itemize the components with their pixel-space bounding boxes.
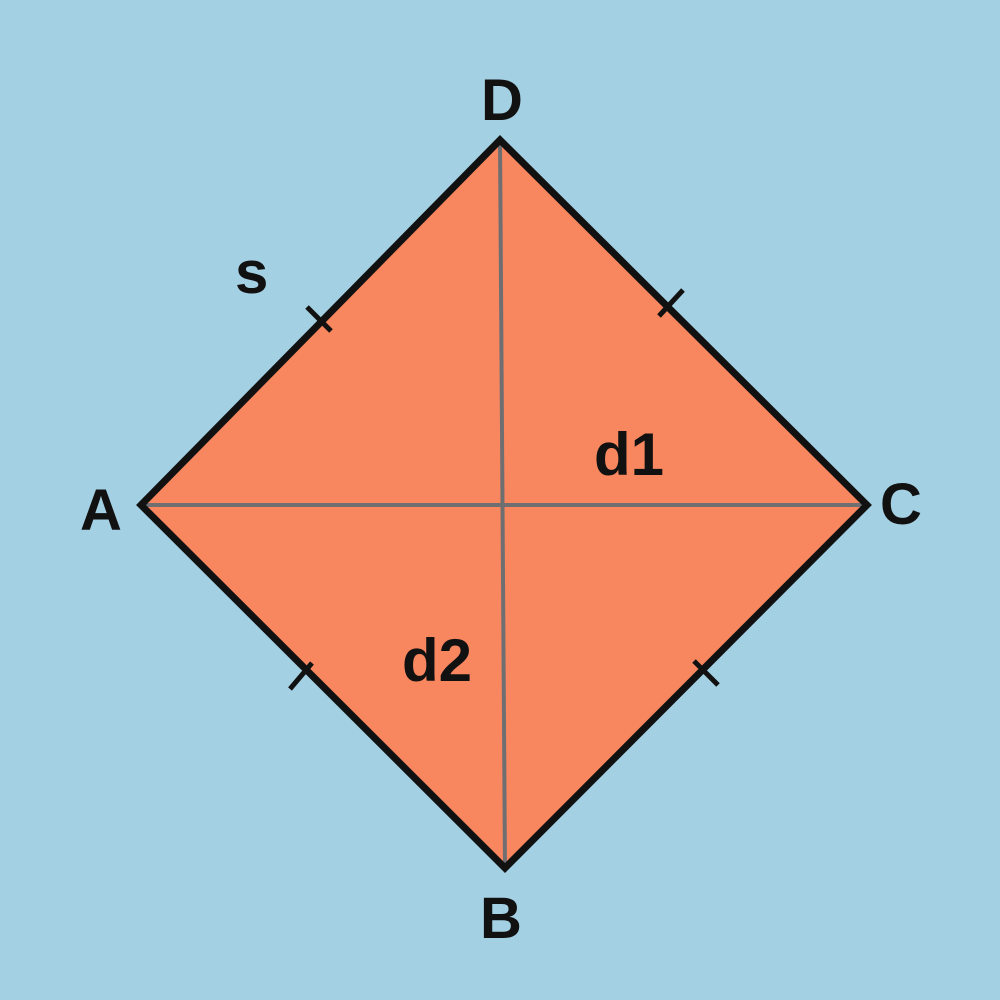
tick-mark-side-ab bbox=[288, 661, 314, 691]
tick-mark-side-dc bbox=[657, 288, 685, 318]
rhombus-outline bbox=[136, 135, 872, 873]
diagonal-label-d1: d1 bbox=[594, 421, 665, 488]
vertex-label-c: C bbox=[880, 472, 922, 537]
vertex-label-b: B bbox=[480, 886, 522, 951]
vertex-label-a: A bbox=[80, 478, 122, 543]
vertex-label-d: D bbox=[481, 68, 523, 133]
side-label-s: s bbox=[235, 239, 269, 306]
diagonal-d2-line bbox=[498, 139, 507, 869]
tick-mark-side-ad bbox=[305, 305, 333, 333]
diagonal-label-d2: d2 bbox=[402, 627, 473, 694]
tick-mark-side-bc bbox=[692, 659, 720, 687]
